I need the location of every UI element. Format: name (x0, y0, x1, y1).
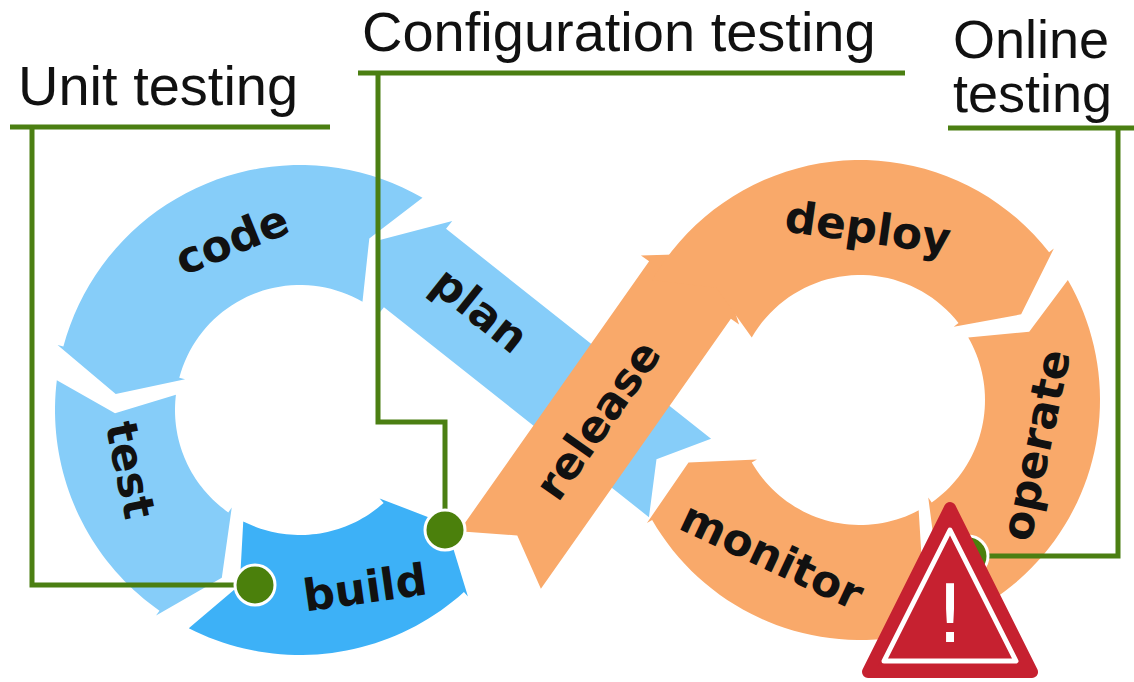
segment-arrow (652, 160, 1054, 337)
leader-line (378, 73, 445, 510)
loop-segment: code (55, 163, 424, 396)
warning-triangle-inner (884, 530, 1016, 661)
loop-segment: test (53, 378, 234, 618)
warning-triangle (868, 508, 1032, 672)
segment-arrow (189, 498, 468, 655)
callout-dot (948, 536, 988, 576)
segment-shape (55, 163, 424, 396)
label-underline (358, 71, 905, 76)
callout-dot (235, 565, 275, 605)
segment-arrow (58, 165, 423, 394)
callout-label: Online testing (953, 12, 1125, 120)
callout-label: Unit testing (18, 58, 298, 114)
callout-label: Configuration testing (362, 4, 876, 60)
warning-mark: ! (934, 575, 966, 655)
label-underline (10, 125, 330, 130)
segment-shape (650, 158, 1056, 340)
label-underline (948, 126, 1134, 131)
loop-segment: monitor (644, 457, 974, 642)
leader-line (988, 128, 1118, 556)
callout-dot (425, 510, 465, 550)
segment-arrow (647, 460, 973, 640)
loop-segment: build (186, 496, 470, 657)
loop-segment: operate (926, 278, 1102, 604)
leader-line (32, 127, 235, 585)
segment-arrow (928, 280, 1100, 602)
loop-segment: deploy (650, 158, 1056, 340)
segment-arrow (55, 380, 232, 615)
